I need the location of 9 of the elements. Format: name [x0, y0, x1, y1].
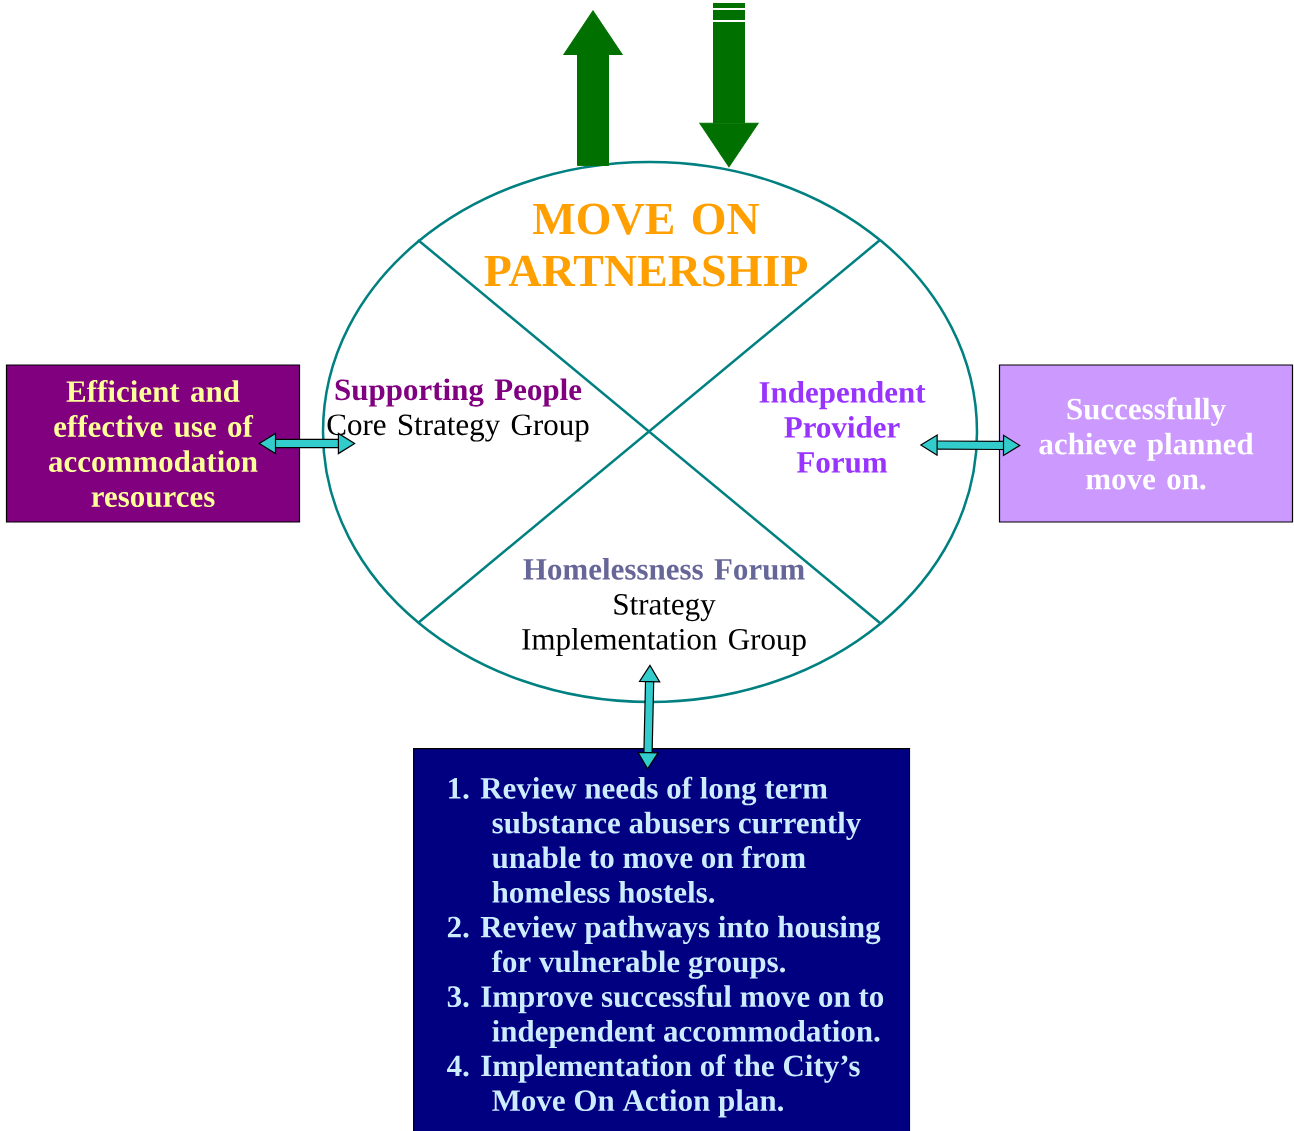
- action-list-box: 1. Review needs of long term substance abusers currently unable to move on from homeless hostels. 2. Review pathways into housing for vulnerable groups. 3. Improve successful move on to independent accommodation. 4. Implementation of the City’s Move On Action plan.: [413, 748, 911, 1131]
- quadrant-label: Supporting People Core Strategy Group: [327, 378, 589, 442]
- quadrant-label: Independent Provider Forum: [759, 381, 926, 473]
- block-arrow: [699, 3, 759, 168]
- quadrant-label: Homelessness Forum Strategy Implementation Group: [522, 557, 806, 657]
- outcome-box: Successfully achieve planned move on.: [998, 364, 1294, 523]
- double-arrow: [258, 432, 356, 455]
- block-arrow: [563, 10, 623, 166]
- outcome-box: Efficient and effective use of accommodation resources: [5, 364, 301, 523]
